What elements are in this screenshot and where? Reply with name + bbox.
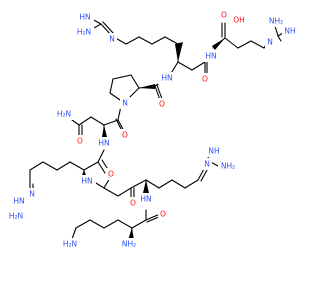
bond	[224, 37, 239, 49]
atom-label-layer: HN H₂N N O OH HN N NH₂ NH O HN N O H₂N O…	[6, 9, 298, 250]
bond	[158, 179, 173, 189]
bond	[277, 35, 282, 42]
bond	[130, 179, 147, 189]
atom-label-arg5-cooh-o: O	[221, 11, 227, 20]
bond	[177, 61, 193, 71]
atom-label-arg5-cooh-oh: OH	[233, 16, 245, 25]
stereo-wedge	[175, 42, 183, 62]
atom-label-arg5-guan-n: N	[267, 38, 273, 47]
atom-label-arg2-guan-nh: HN	[13, 197, 24, 206]
bond	[102, 21, 115, 35]
bond	[156, 84, 163, 100]
atom-label-arg5-nh: HN	[205, 52, 216, 61]
bond	[69, 161, 85, 171]
atom-label-asn-side-o: O	[77, 137, 83, 146]
bond	[42, 161, 58, 171]
bond	[112, 74, 132, 80]
bond	[90, 116, 105, 126]
bond	[164, 36, 179, 45]
bond	[89, 219, 105, 229]
bond	[103, 119, 119, 126]
atom-label-pro-n: N	[122, 99, 128, 108]
bond	[200, 169, 208, 182]
atom-label-arg3-nh: HN	[140, 195, 151, 204]
atom-label-arg3-guan-nh: NH	[208, 147, 219, 156]
atom-label-asn-amide-o: O	[122, 131, 128, 140]
stereo-wedges	[81, 38, 225, 240]
bond	[184, 179, 199, 189]
atom-label-arg2-guan-nh2: H₂N	[9, 212, 23, 221]
stereo-wedge	[128, 228, 134, 240]
bond	[138, 36, 153, 45]
bond	[171, 179, 186, 189]
bond	[109, 78, 114, 94]
atom-label-arg4-guan-n: N	[109, 35, 115, 44]
bond	[145, 213, 161, 221]
bond	[97, 161, 106, 174]
atom-label-asn-amide-nh2: H₂N	[57, 110, 71, 119]
atom-label-arg4-amide-o: O	[202, 75, 208, 84]
stereo-wedge	[143, 180, 149, 193]
bond	[97, 149, 105, 163]
bond	[117, 219, 133, 229]
atom-label-arg4-nh: HN	[161, 74, 172, 83]
bond	[197, 168, 205, 181]
bond	[103, 187, 119, 197]
bond	[130, 74, 140, 89]
bond	[29, 161, 44, 171]
bond	[56, 161, 71, 171]
atom-label-lys-amide-o: O	[160, 210, 166, 219]
molecule-structure-diagram: HN H₂N N O OH HN N NH₂ NH O HN N O H₂N O…	[6, 9, 298, 250]
bond	[250, 40, 265, 49]
atom-label-arg2-guan-n: N	[29, 190, 35, 199]
bond	[154, 85, 161, 101]
atom-label-arg4-guan-nh2: H₂N	[77, 28, 91, 37]
stereo-wedge	[139, 84, 155, 89]
atom-label-arg5-guan-nh: NH	[284, 27, 295, 36]
atom-label-arg2-amide-o: O	[108, 170, 114, 179]
atom-label-arg4-guan-nh: HN	[79, 13, 90, 22]
bond	[191, 61, 206, 71]
atom-label-asn-nh: HN	[98, 139, 109, 148]
atom-label-arg3-amide-o: O	[130, 199, 136, 208]
bond	[125, 36, 140, 45]
bond	[151, 36, 166, 45]
bond	[237, 40, 252, 49]
atom-label-lys-nh2: NH₂	[122, 240, 136, 249]
bond-layer	[29, 17, 289, 241]
atom-label-arg5-guan-nh2: NH₂	[269, 17, 283, 26]
atom-label-lys-eps-nh2: H₂N	[63, 240, 77, 249]
bond	[103, 219, 119, 229]
stereo-wedge	[212, 38, 225, 50]
bond	[75, 219, 91, 229]
bond	[71, 227, 77, 240]
bond	[78, 116, 92, 126]
atom-label-arg2-nh: HN	[81, 177, 92, 186]
stereo-wedge	[102, 125, 107, 137]
atom-label-pro-amide-o: O	[159, 100, 165, 109]
atom-label-arg3-guan-n: N	[204, 160, 210, 169]
bond	[274, 25, 279, 37]
atom-label-arg3-guan-nh2: NH₂	[221, 162, 235, 171]
bond	[145, 179, 160, 189]
bond	[117, 187, 132, 197]
bond	[131, 219, 147, 229]
bond	[83, 161, 99, 171]
